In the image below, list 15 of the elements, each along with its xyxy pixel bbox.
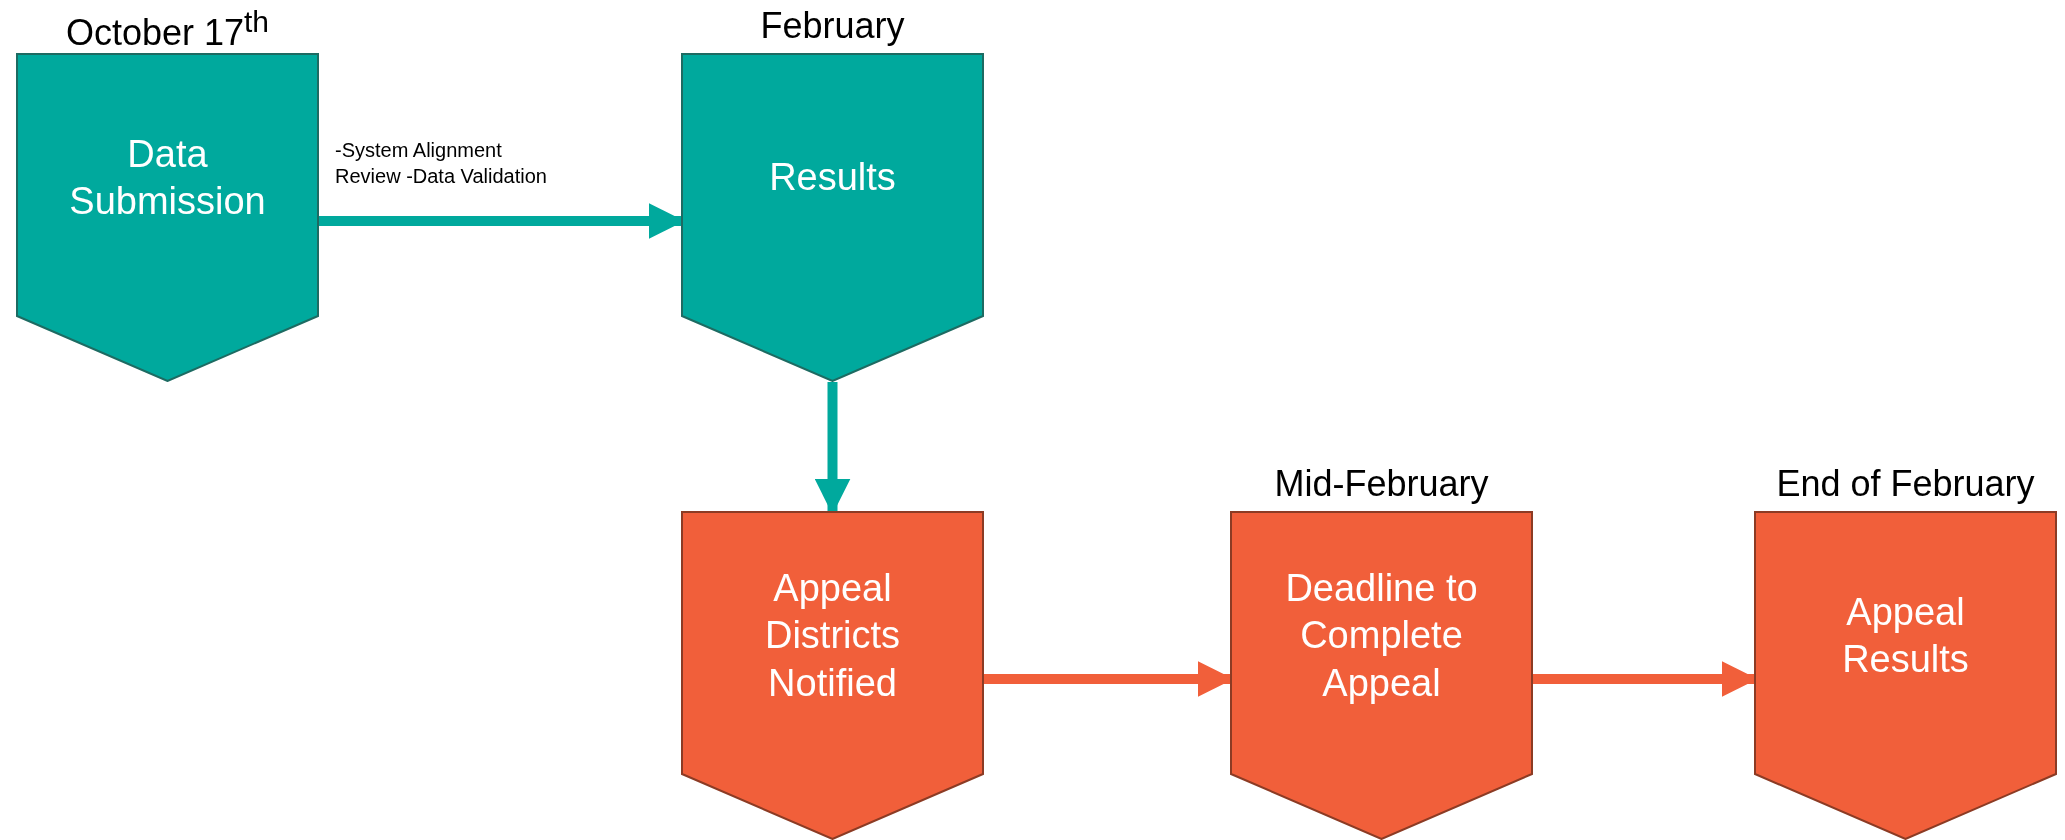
date-heading: End of February (1775, 463, 2036, 505)
step-label: Appeal Results (1841, 589, 1970, 682)
date-heading: October 17$^{th}$ (64, 5, 271, 54)
chevron-shape (16, 53, 319, 382)
edge-label: -System Alignment Review -Data Validation (335, 138, 548, 189)
step-label: Appeal Districts Notified (763, 565, 902, 706)
step-label: Data Submission (68, 131, 267, 224)
chevron-shape (1230, 511, 1533, 840)
date-heading: February (759, 5, 906, 47)
chevron-shape (681, 53, 984, 382)
step-label: Results (769, 155, 896, 201)
step-label: Deadline to Complete Appeal (1284, 565, 1479, 706)
chevron-shape (681, 511, 984, 840)
chevron-shape (1754, 511, 2057, 840)
date-heading: Mid-February (1273, 463, 1490, 505)
